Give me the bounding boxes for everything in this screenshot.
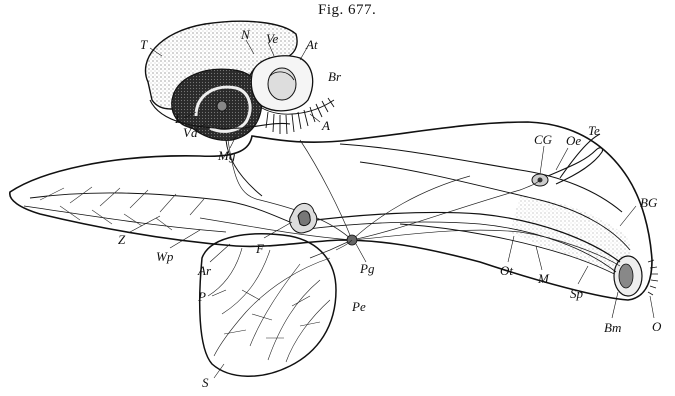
genital-organ <box>290 203 317 232</box>
label-Vd: Vd <box>183 126 197 139</box>
liver-gland-circle <box>217 101 227 111</box>
label-Ve: Ve <box>266 32 278 45</box>
label-Sp: Sp <box>570 287 583 300</box>
label-Br: Br <box>328 70 341 83</box>
label-O: O <box>652 320 661 333</box>
penis-sac <box>200 234 336 376</box>
label-Ar: Ar <box>198 264 211 277</box>
label-M: M <box>538 272 549 285</box>
ventricle <box>268 68 296 100</box>
label-Mg: Mg <box>218 149 235 162</box>
label-T: T <box>140 38 147 51</box>
label-Pe: Pe <box>352 300 366 313</box>
label-L: L <box>175 112 182 125</box>
label-Pg: Pg <box>360 262 374 275</box>
sac-vessels <box>208 240 352 362</box>
label-F: F <box>256 242 264 255</box>
label-N: N <box>241 28 250 41</box>
label-Bm: Bm <box>604 321 621 334</box>
label-P: P <box>198 290 206 303</box>
label-A: A <box>322 119 330 132</box>
label-S: S <box>202 376 209 389</box>
label-Ot: Ot <box>500 264 513 277</box>
label-Z: Z <box>118 233 125 246</box>
label-Wp: Wp <box>156 250 173 263</box>
label-BG: BG <box>640 196 657 209</box>
label-Oe: Oe <box>566 134 581 147</box>
label-Te: Te <box>588 124 600 137</box>
figure-title: Fig. 677. <box>318 2 376 19</box>
label-CG: CG <box>534 133 552 146</box>
label-At: At <box>306 38 318 51</box>
tentacle <box>548 148 603 184</box>
